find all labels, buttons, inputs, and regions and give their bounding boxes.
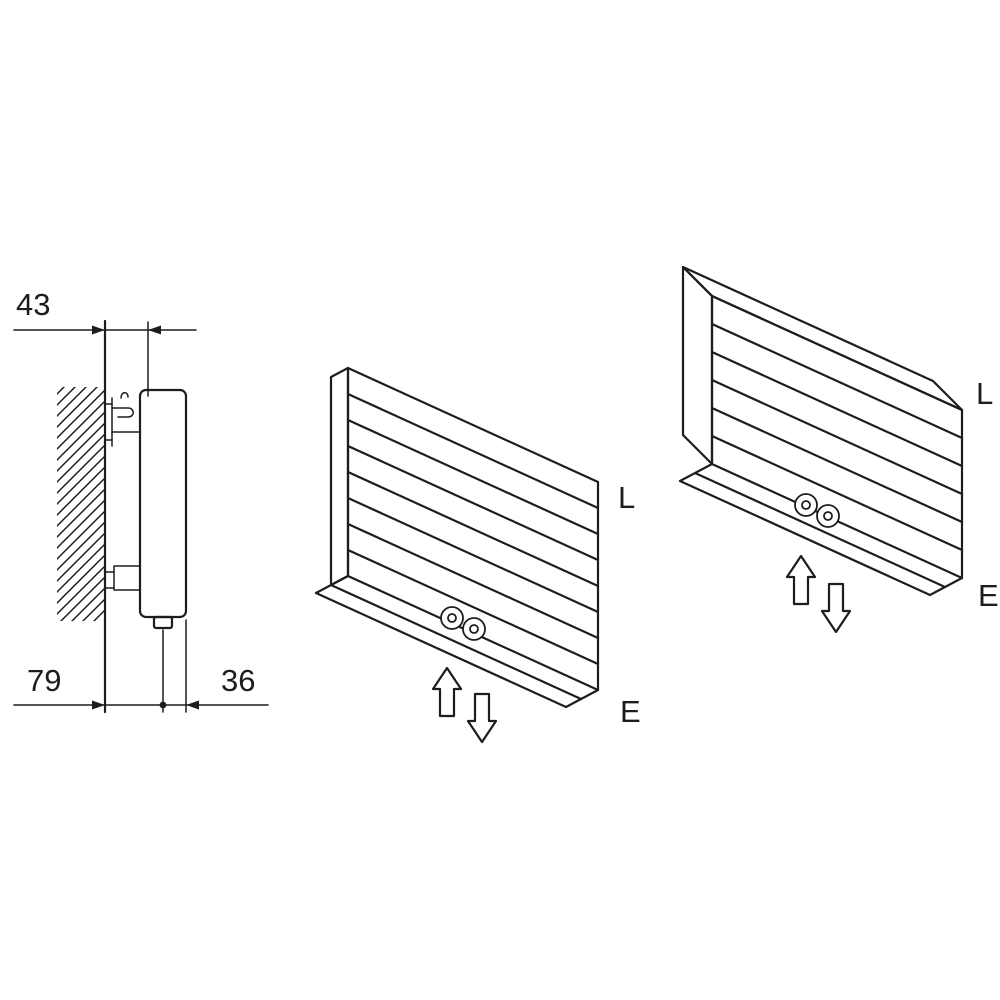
radiator-side-face — [681, 265, 714, 466]
dimension-arrow-icon — [148, 325, 161, 335]
dimension-top: 43 — [13, 287, 197, 335]
radiator-side-profile — [138, 388, 188, 619]
dimension-arrow-icon — [92, 325, 105, 335]
side-view: 43 79 36 — [13, 287, 269, 714]
bottom-connection-tray — [314, 574, 600, 709]
pipe-connection-rings-icon — [794, 493, 840, 528]
dimension-dot — [159, 701, 167, 709]
dimension-label-79: 79 — [27, 663, 61, 698]
extension-lines — [147, 321, 187, 713]
flow-up-arrow-icon — [785, 554, 817, 606]
radiator-top-face — [681, 265, 964, 412]
connection-label-l: L — [618, 480, 635, 515]
valve-connection — [152, 615, 174, 630]
mounting-bracket-bottom — [104, 565, 141, 591]
iso-view-right: L E — [678, 265, 999, 634]
flow-down-arrow-icon — [820, 582, 852, 634]
flow-up-arrow-icon — [431, 666, 463, 718]
radiator-side-face — [329, 366, 350, 587]
dimension-arrow-icon — [92, 700, 105, 710]
connection-label-l: L — [976, 376, 993, 411]
wall-hatching — [57, 387, 105, 621]
dimension-label-43: 43 — [16, 287, 50, 322]
mounting-bracket-top — [104, 391, 141, 447]
bottom-connection-tray — [678, 462, 964, 597]
dimension-arrow-icon — [186, 700, 199, 710]
connection-label-e: E — [978, 578, 999, 613]
dimension-bottom: 79 36 — [13, 663, 269, 710]
flow-down-arrow-icon — [466, 692, 498, 744]
iso-view-left: L E — [314, 366, 641, 744]
radiator-slats — [710, 322, 964, 552]
radiator-slats — [346, 392, 600, 666]
dimension-label-36: 36 — [221, 663, 255, 698]
connection-label-e: E — [620, 694, 641, 729]
pipe-connection-rings-icon — [440, 606, 486, 641]
